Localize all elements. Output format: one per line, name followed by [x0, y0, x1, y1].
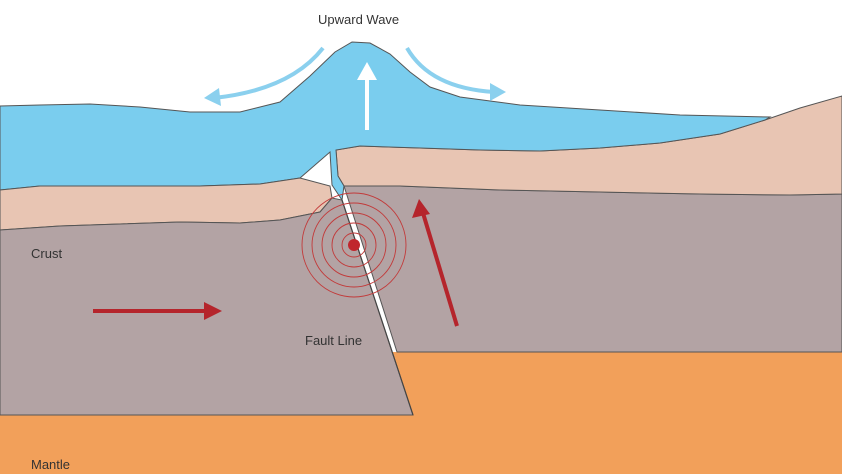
fault-line-label: Fault Line — [305, 333, 363, 348]
mantle-label: Mantle — [31, 457, 71, 472]
epicenter-dot — [348, 239, 360, 251]
plate-motion-right-arrow — [93, 302, 222, 320]
wave-rise-arrow — [357, 62, 377, 130]
wave-spread-right-arrow — [405, 46, 506, 101]
upward-wave-label: Upward Wave — [318, 12, 400, 27]
earthquake-ripples — [301, 192, 407, 298]
wave-spread-left-arrow — [204, 46, 325, 106]
crust-label: Crust — [31, 246, 63, 261]
ocean-water — [0, 41, 772, 202]
plate-motion-up-arrow — [412, 199, 459, 327]
fault-line — [341, 199, 414, 416]
